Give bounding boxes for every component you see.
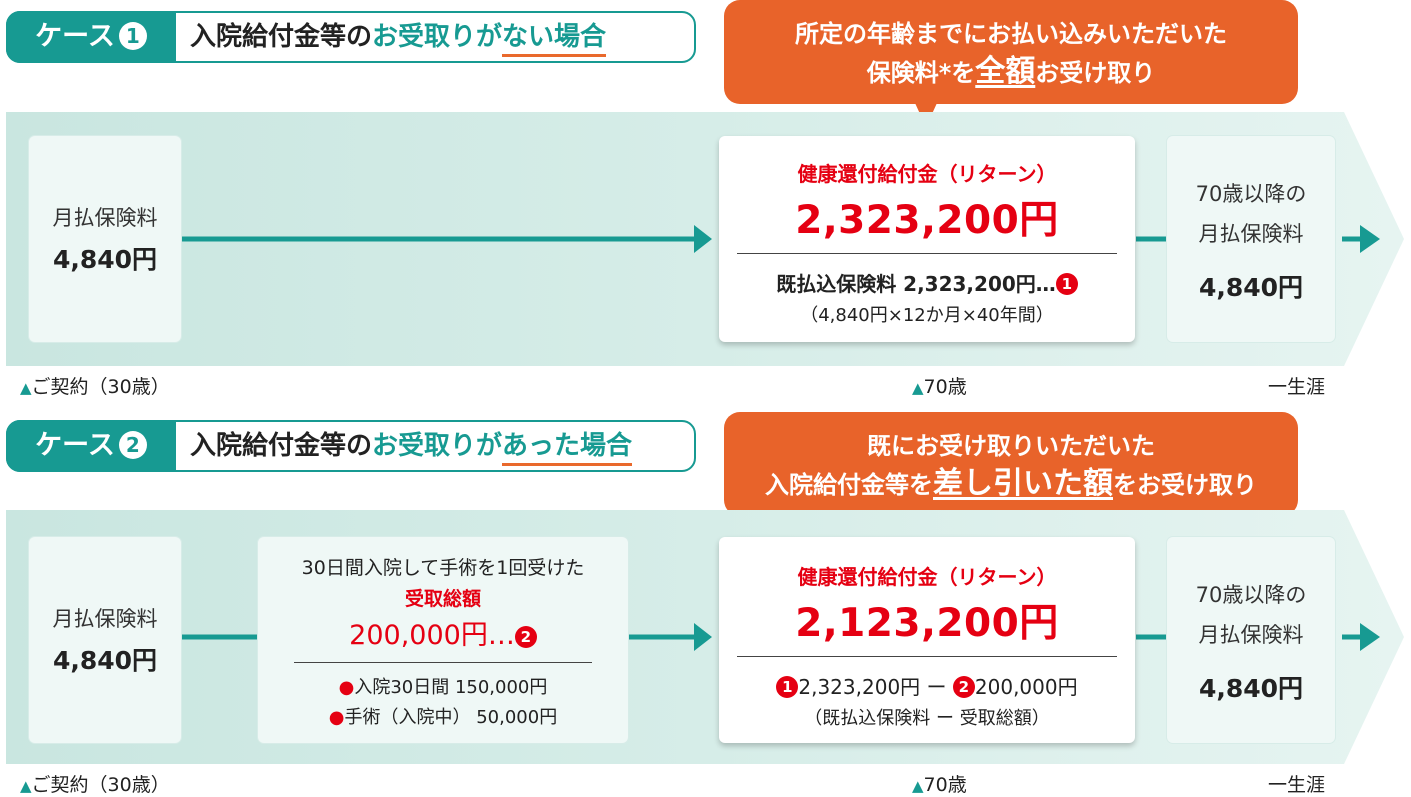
- case-1-callout: 所定の年齢までにお払い込みいただいた 保険料*を全額お受け取り: [724, 0, 1298, 104]
- timeline-age-70: ▲70歳: [912, 770, 967, 797]
- title-highlight: お受取りが: [372, 431, 503, 461]
- received-heading: 受取総額: [404, 588, 481, 610]
- case-number-badge: 1: [118, 22, 147, 50]
- case-1-title: 入院給付金等のお受取りがない場合: [190, 11, 607, 63]
- monthly-premium-box: 月払保険料 4,840円: [29, 537, 181, 743]
- timeline-start: ▲ご契約（30歳）: [20, 770, 170, 797]
- callout-text: 入院給付金等を: [765, 470, 933, 499]
- received-amount: 200,000円…: [349, 620, 515, 651]
- calc-value-1: 2,323,200円 ー: [798, 675, 953, 699]
- marker-2-badge: 2: [514, 626, 537, 648]
- return-amount: 2,323,200円: [795, 198, 1059, 243]
- paid-premium-text: 既払込保険料 2,323,200円…: [776, 272, 1056, 296]
- callout-text: お受け取り: [1035, 58, 1156, 87]
- received-description: 30日間入院して手術を1回受けた: [301, 557, 585, 579]
- monthly-premium-label: 月払保険料: [52, 206, 158, 230]
- return-heading: 健康還付給付金（リターン）: [797, 565, 1057, 589]
- monthly-premium-value: 4,840円: [52, 646, 158, 675]
- callout-line-1: 所定の年齢までにお払い込みいただいた: [795, 19, 1227, 48]
- received-amount-line: 200,000円…2: [258, 613, 628, 652]
- callout-text: 保険料: [866, 58, 939, 87]
- after-70-label-1: 70歳以降の: [1195, 182, 1307, 206]
- return-heading: 健康還付給付金（リターン）: [797, 162, 1057, 186]
- after-70-label-2: 月払保険料: [1198, 623, 1304, 647]
- received-benefit-box: 30日間入院して手術を1回受けた 受取総額 200,000円…2 ●入院30日間…: [258, 537, 628, 743]
- after-70-value: 4,840円: [1198, 674, 1304, 703]
- title-underlined: あった場合: [502, 431, 633, 466]
- timeline-end: 一生涯: [1268, 774, 1326, 796]
- title-highlight: お受取りが: [372, 22, 503, 52]
- triangle-icon: ▲: [20, 777, 32, 795]
- case-label-text: ケース: [35, 430, 115, 461]
- monthly-premium-value: 4,840円: [52, 245, 158, 274]
- title-underlined: ない場合: [502, 22, 607, 57]
- after-70-value: 4,840円: [1198, 273, 1304, 302]
- timeline-start: ▲ご契約（30歳）: [20, 372, 170, 399]
- monthly-premium-label: 月払保険料: [52, 607, 158, 631]
- callout-line-2: 保険料*を全額お受け取り: [724, 53, 1298, 92]
- title-text: 入院給付金等の: [190, 431, 373, 461]
- marker-1-badge: 1: [1055, 273, 1078, 295]
- divider: [737, 656, 1117, 657]
- callout-line-2: 入院給付金等を差し引いた額をお受け取り: [724, 465, 1298, 504]
- after-70-box: 70歳以降の 月払保険料 4,840円: [1167, 136, 1335, 342]
- case-2-title: 入院給付金等のお受取りがあった場合: [190, 420, 633, 472]
- timeline-age-70: ▲70歳: [912, 372, 967, 399]
- after-70-label-2: 月払保険料: [1198, 222, 1304, 246]
- callout-text: をお受け取り: [1113, 470, 1257, 499]
- timeline-band: 月払保険料 4,840円 健康還付給付金（リターン） 2,323,200円 既払…: [6, 112, 1406, 366]
- asterisk: *: [938, 58, 952, 87]
- marker-2-badge: 2: [952, 676, 975, 698]
- triangle-icon: ▲: [912, 379, 924, 397]
- paid-premium-line: 既払込保険料 2,323,200円…1: [719, 268, 1135, 297]
- timeline-start-text: ご契約（30歳）: [31, 774, 170, 796]
- received-item-surgery: ●手術（入院中） 50,000円: [258, 703, 628, 729]
- triangle-icon: ▲: [912, 777, 924, 795]
- case-number-badge: 2: [118, 431, 147, 459]
- marker-1-badge: 1: [776, 676, 799, 698]
- case-label-text: ケース: [35, 21, 115, 52]
- callout-line-1: 既にお受け取りいただいた: [867, 431, 1155, 460]
- return-amount: 2,123,200円: [795, 601, 1059, 646]
- timeline-start-text: ご契約（30歳）: [31, 376, 170, 398]
- after-70-box: 70歳以降の 月払保険料 4,840円: [1167, 537, 1335, 743]
- title-text: 入院給付金等の: [190, 22, 373, 52]
- bullet-dot-icon: ●: [338, 677, 355, 698]
- callout-text: を: [951, 58, 976, 87]
- paid-formula: （4,840円×12か月×40年間）: [800, 305, 1054, 326]
- calc-value-2: 200,000円: [974, 675, 1078, 699]
- calc-note: （既払込保険料 ー 受取総額）: [804, 708, 1050, 729]
- return-benefit-box: 健康還付給付金（リターン） 2,323,200円 既払込保険料 2,323,20…: [719, 136, 1135, 342]
- timeline-mid-text: 70歳: [923, 376, 967, 398]
- after-70-label-1: 70歳以降の: [1195, 583, 1307, 607]
- divider: [737, 253, 1117, 254]
- case-2-callout: 既にお受け取りいただいた 入院給付金等を差し引いた額をお受け取り: [724, 412, 1298, 516]
- item-text: 手術（入院中） 50,000円: [344, 707, 558, 728]
- item-text: 入院30日間 150,000円: [354, 677, 548, 698]
- timeline-end: 一生涯: [1268, 376, 1326, 398]
- callout-emphasis: 全額: [975, 53, 1036, 89]
- timeline-mid-text: 70歳: [923, 774, 967, 796]
- triangle-icon: ▲: [20, 379, 32, 397]
- bullet-dot-icon: ●: [328, 707, 345, 728]
- divider: [294, 662, 592, 663]
- callout-emphasis: 差し引いた額: [933, 465, 1113, 501]
- timeline-band: 月払保険料 4,840円 30日間入院して手術を1回受けた 受取総額 200,0…: [6, 510, 1406, 764]
- monthly-premium-box: 月払保険料 4,840円: [29, 136, 181, 342]
- received-item-hospitalization: ●入院30日間 150,000円: [258, 673, 628, 699]
